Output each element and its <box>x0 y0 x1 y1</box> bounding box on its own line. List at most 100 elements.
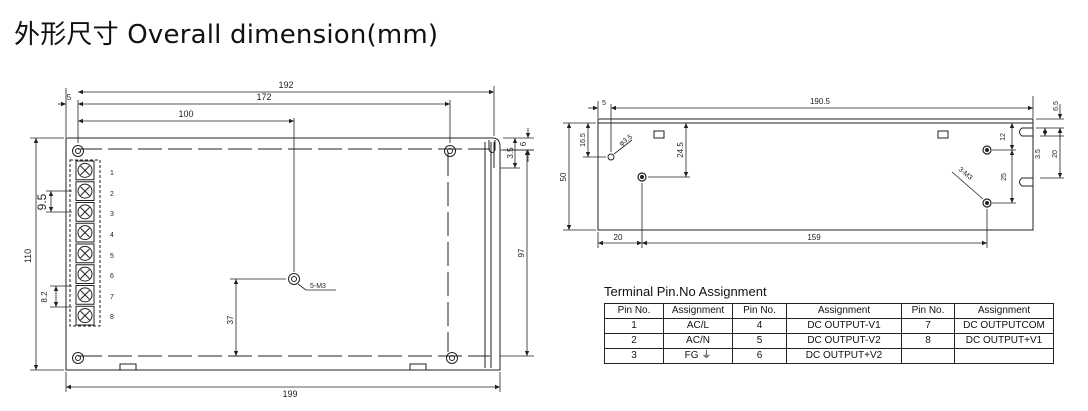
terminal-number-labels: 1 2 3 4 5 6 7 8 <box>110 170 114 321</box>
terminal-cell <box>75 222 95 243</box>
table-cell: DC OUTPUT-V2 <box>786 333 902 349</box>
table-cell: 5 <box>732 333 787 349</box>
mount-hole <box>72 352 84 364</box>
terminal-screw-cross <box>80 310 90 321</box>
terminal-cell <box>75 264 95 284</box>
side-outline <box>597 118 1034 231</box>
terminal-screw <box>75 285 95 305</box>
table-cell: DC OUTPUT+V2 <box>786 348 902 364</box>
dim-192: 192 <box>278 80 293 90</box>
table-cell: AC/N <box>663 333 733 349</box>
terminal-number: 4 <box>110 232 114 239</box>
side-screw <box>982 145 992 155</box>
table-cell: FG ⏚ <box>663 348 733 364</box>
table-row: 2 AC/N 5 DC OUTPUT-V2 8 DC OUTPUT+V1 <box>604 333 1054 349</box>
dim-8-2: 8.2 <box>40 291 49 303</box>
case-outline <box>65 137 501 371</box>
dim-6: 6 <box>519 141 528 146</box>
table-cell <box>954 348 1054 364</box>
mount-hole <box>72 145 84 157</box>
terminal-screw-head <box>77 287 93 303</box>
table-cell: DC OUTPUTCOM <box>954 318 1054 334</box>
mount-hole <box>288 273 300 285</box>
terminal-screw <box>75 160 95 181</box>
dim-37: 37 <box>226 315 235 324</box>
terminal-screw-cross <box>80 269 90 279</box>
screw-5-m3: 5-M3 <box>310 283 326 290</box>
table-row: 3 FG ⏚ 6 DC OUTPUT+V2 <box>604 348 1054 364</box>
front-dim-labels: 192 172 100 5 6 3.5 110 97 37 9.5 8.2 19… <box>23 80 528 399</box>
terminal-number: 6 <box>110 273 114 280</box>
table-cell: 3 <box>604 348 664 364</box>
mount-hole <box>444 145 456 157</box>
dim-159: 159 <box>807 233 821 242</box>
terminal-screw-head <box>77 183 93 199</box>
table-cell: DC OUTPUT+V1 <box>954 333 1054 349</box>
table-cell: AC/L <box>663 318 733 334</box>
table-cell: 4 <box>732 318 787 334</box>
dim-172: 172 <box>256 92 271 102</box>
table-cell: 2 <box>604 333 664 349</box>
terminal-screw <box>75 202 95 222</box>
mount-hole <box>446 352 458 364</box>
table-cell <box>901 348 955 364</box>
terminal-screw <box>75 181 95 201</box>
terminal-screw <box>75 305 95 326</box>
terminal-cell <box>75 181 95 201</box>
terminal-screw-cross <box>80 227 90 238</box>
terminal-number: 5 <box>110 253 114 260</box>
table-cell: 7 <box>901 318 955 334</box>
dim-50: 50 <box>559 172 568 181</box>
terminal-number: 1 <box>110 170 114 177</box>
side-hole <box>607 153 615 161</box>
col-header: Assignment <box>663 303 733 319</box>
terminal-number: 7 <box>110 294 114 301</box>
terminal-number: 3 <box>110 211 114 218</box>
dim-20-bottom: 20 <box>614 233 623 242</box>
table-cell: 1 <box>604 318 664 334</box>
col-header: Assignment <box>786 303 902 319</box>
dim-3-5-side: 3.5 <box>1035 149 1042 159</box>
terminal-screw-head <box>77 308 93 324</box>
pin-table-title: Terminal Pin.No Assignment <box>604 284 767 299</box>
terminal-screw-head <box>77 225 93 241</box>
dim-9-5: 9.5 <box>35 193 49 210</box>
table-header-row: Pin No. Assignment Pin No. Assignment Pi… <box>604 303 1054 319</box>
terminal-screw-head <box>77 266 93 282</box>
terminal-screw-cross <box>80 186 90 196</box>
col-header: Pin No. <box>901 303 955 319</box>
terminal-number: 8 <box>110 314 114 321</box>
terminal-cell <box>75 202 95 222</box>
table-cell: DC OUTPUT-V1 <box>786 318 902 334</box>
hole-dia: φ3.5 <box>618 134 634 148</box>
terminal-cell <box>75 285 95 305</box>
terminal-screw-cross <box>80 248 90 259</box>
screw-3-m3: 3-M3 <box>957 166 974 182</box>
table-row: 1 AC/L 4 DC OUTPUT-V1 7 DC OUTPUTCOM <box>604 318 1054 334</box>
terminal-screw-cross <box>80 207 90 217</box>
terminal-screw-head <box>77 204 93 220</box>
dim-12: 12 <box>1000 133 1007 141</box>
terminal-block <box>69 159 101 327</box>
dim-24-5: 24.5 <box>676 142 685 158</box>
terminal-screws <box>75 160 95 326</box>
dim-100: 100 <box>178 109 193 119</box>
terminal-screw <box>75 264 95 284</box>
terminal-number: 2 <box>110 191 114 198</box>
dim-20-side: 20 <box>1052 150 1059 158</box>
dim-97: 97 <box>517 248 526 257</box>
page-title: 外形尺寸 Overall dimension(mm) <box>14 20 439 50</box>
dim-16-5: 16.5 <box>580 133 587 147</box>
col-header: Pin No. <box>604 303 664 319</box>
terminal-screw-head <box>77 245 93 261</box>
terminal-cell <box>75 243 95 264</box>
terminal-screw-cross <box>80 165 90 176</box>
table-cell: 8 <box>901 333 955 349</box>
front-dimensions <box>30 86 534 392</box>
terminal-screw-head <box>77 162 93 178</box>
side-dimensions <box>563 96 1064 248</box>
terminal-screw <box>75 243 95 264</box>
terminal-cell <box>75 305 95 326</box>
dim-190-5: 190.5 <box>810 97 831 106</box>
